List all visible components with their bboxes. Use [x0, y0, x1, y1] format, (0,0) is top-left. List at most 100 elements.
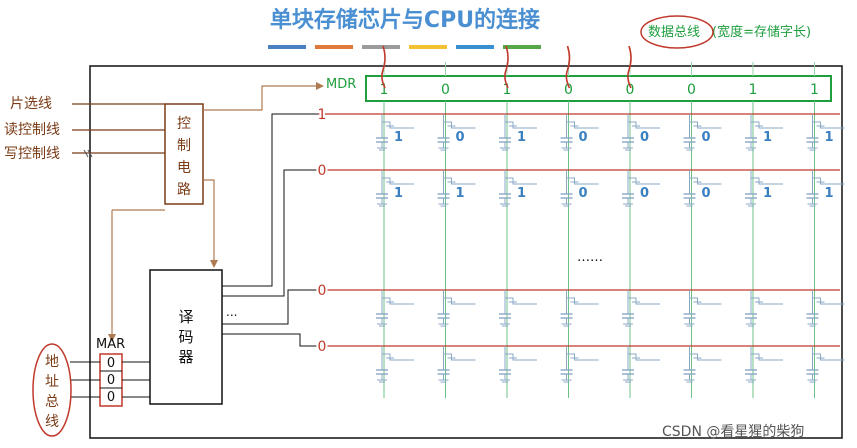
cell-transistor [504, 346, 521, 361]
cell-transistor [812, 346, 829, 361]
write-control-mark [83, 149, 93, 158]
mdr-bit: 0 [441, 82, 450, 98]
arrow-to-decoder [210, 260, 218, 268]
cell-bit: 0 [456, 130, 465, 145]
decoder-char-1: 译 [178, 308, 193, 326]
chip-select-label: 片选线 [10, 96, 52, 112]
cell-transistor [443, 290, 460, 305]
cell-transistor [566, 114, 583, 129]
decoder-output-dots: ... [226, 305, 237, 319]
cell-transistor [443, 170, 460, 185]
mar-to-decoder-lines [122, 361, 150, 398]
red-mark [627, 45, 632, 89]
watermark: CSDN @看星猩的柴狗 [662, 424, 804, 440]
rows-ellipsis: …… [577, 250, 603, 265]
control-circuit-char-3: 电 [177, 160, 191, 176]
cell-bit: 0 [640, 186, 649, 201]
cell-transistor [689, 114, 706, 129]
cell-transistor [627, 170, 644, 185]
red-mark [565, 45, 571, 89]
row-select-value: 1 [318, 107, 327, 123]
address-bus-char-3: 总 [45, 394, 59, 410]
control-circuit-wires [111, 85, 318, 336]
cell-bit: 1 [394, 186, 403, 201]
cell-transistor [504, 290, 521, 305]
title-underline-segment [268, 45, 306, 49]
cell-transistor [381, 290, 398, 305]
cell-transistor [381, 346, 398, 361]
cell-transistor [812, 290, 829, 305]
title-underline-segment [409, 45, 447, 49]
mdr-bit: 1 [749, 82, 758, 98]
cell-bit: 0 [640, 130, 649, 145]
title-underline-segment [503, 45, 541, 49]
address-bus-lines [70, 361, 100, 398]
control-circuit-char-2: 制 [177, 138, 191, 154]
decoder-char-3: 器 [178, 348, 193, 366]
cell-bit: 1 [456, 186, 465, 201]
arrow-to-mar [108, 334, 116, 342]
mdr-register [365, 75, 832, 102]
decoder-char-2: 码 [178, 328, 193, 346]
cell-bit: 1 [763, 130, 772, 145]
cell-bit: 1 [825, 186, 834, 201]
mar-bit-3: 0 [107, 390, 115, 405]
address-bus-char-4: 线 [45, 414, 59, 430]
cell-bit: 0 [579, 186, 588, 201]
mar-label: MAR [96, 337, 125, 352]
cell-bit: 1 [517, 186, 526, 201]
cell-transistor [443, 346, 460, 361]
cell-transistor [381, 170, 398, 185]
cell-transistor [566, 170, 583, 185]
decoder-output-lines [222, 113, 318, 347]
arrow-to-mdr [316, 82, 324, 90]
cell-transistor [812, 170, 829, 185]
mdr-bit: 0 [564, 82, 573, 98]
cell-transistor [566, 290, 583, 305]
decoder-box [149, 269, 223, 405]
title-underline-segment [362, 45, 400, 49]
cell-transistor [689, 170, 706, 185]
write-control-label: 写控制线 [4, 146, 60, 162]
row-select-value: 0 [318, 163, 327, 179]
mar-bit-1: 0 [107, 356, 115, 371]
address-bus-char-2: 址 [45, 374, 59, 390]
cell-transistor [504, 170, 521, 185]
memory-row: 0 1 1 1 0 0 0 1 1 [316, 161, 845, 207]
cell-transistor [443, 114, 460, 129]
address-bus-char-1: 地 [45, 354, 59, 370]
red-mark [381, 45, 386, 89]
address-bus-circle-mark [32, 343, 72, 437]
mar-bit-2: 0 [107, 373, 115, 388]
cell-transistor [689, 346, 706, 361]
mdr-bit: 1 [810, 82, 819, 98]
cell-transistor [627, 290, 644, 305]
cell-transistor [381, 114, 398, 129]
cell-bit: 0 [579, 130, 588, 145]
data-bus-label: 数据总线 [648, 25, 700, 40]
title-underline-segment [456, 45, 494, 49]
mdr-bit: 1 [380, 82, 389, 98]
cell-bit: 1 [394, 130, 403, 145]
control-circuit-box [164, 103, 204, 205]
cell-transistor [750, 290, 767, 305]
data-bus-note: (宽度=存储字长) [712, 24, 811, 40]
memory-row: 0 [316, 337, 845, 383]
cell-transistor [566, 346, 583, 361]
title-underline-segment [315, 45, 353, 49]
control-circuit-char-4: 路 [177, 182, 191, 198]
cell-transistor [689, 290, 706, 305]
cell-transistor [812, 114, 829, 129]
cell-bit: 0 [702, 186, 711, 201]
mdr-bit: 1 [503, 82, 512, 98]
control-circuit-char-1: 控 [177, 116, 191, 132]
cell-transistor [504, 114, 521, 129]
cell-bit: 1 [825, 130, 834, 145]
cell-transistor [750, 114, 767, 129]
cell-bit: 1 [763, 186, 772, 201]
cell-bit: 1 [517, 130, 526, 145]
cell-transistor [627, 346, 644, 361]
